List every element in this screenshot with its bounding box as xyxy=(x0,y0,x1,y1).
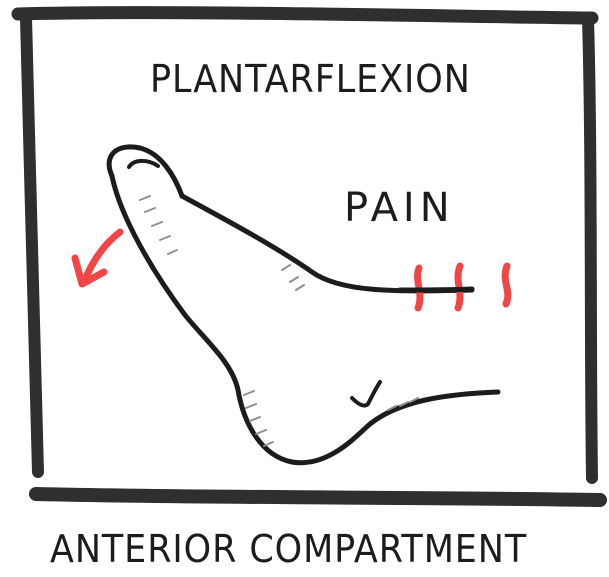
shading-hatches xyxy=(140,196,418,446)
frame-left-edge xyxy=(26,18,38,472)
pain-label: PAIN xyxy=(344,188,455,228)
toe-outline xyxy=(109,147,182,196)
diagram-title: PLANTARFLEXION xyxy=(150,60,471,98)
plantarflexion-arrow xyxy=(75,232,120,284)
toenail xyxy=(129,161,158,167)
shin-line-overlay xyxy=(400,289,472,290)
frame-bottom-edge xyxy=(36,494,600,500)
ankle-mark xyxy=(352,382,380,406)
frame-right-edge xyxy=(588,18,592,478)
pain-mark-3 xyxy=(505,266,508,304)
frame-top-edge xyxy=(18,13,592,18)
caption: ANTERIOR COMPARTMENT xyxy=(50,530,527,568)
